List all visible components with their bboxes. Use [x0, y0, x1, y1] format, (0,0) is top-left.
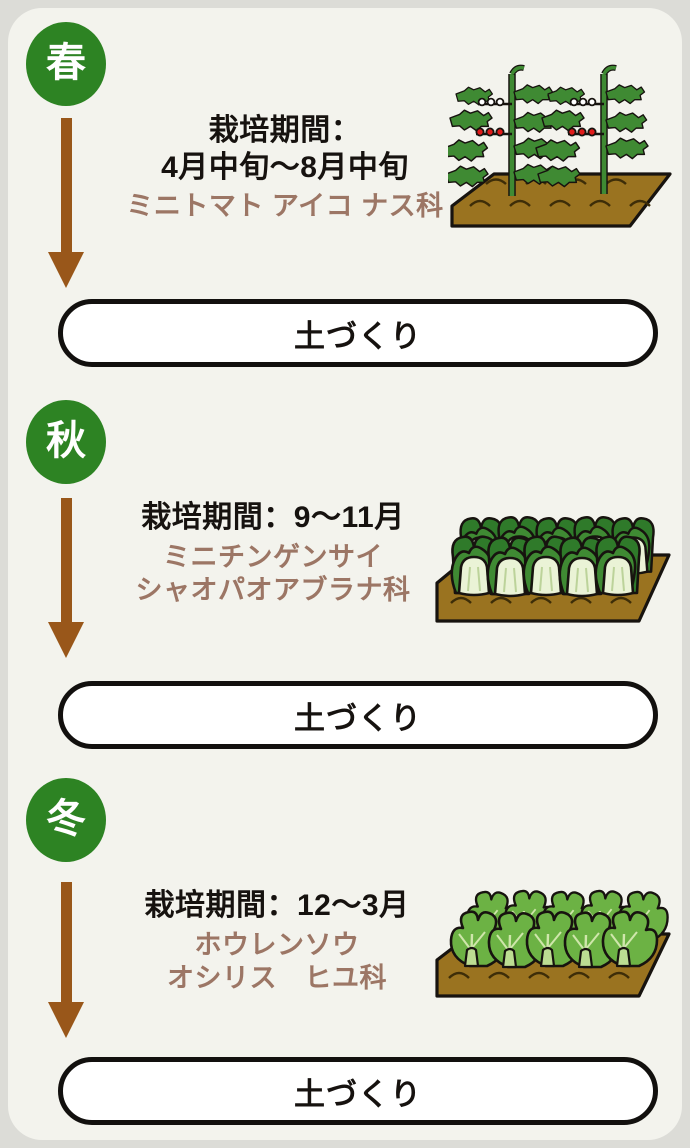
winter-period-line-1: 栽培期間：12～3月 [144, 889, 410, 922]
soil-prep-button-autumn[interactable]: 土づくり [58, 681, 658, 749]
winter-text-column: 栽培期間：12～3月 ホウレンソウ オシリス ヒユ科 [112, 888, 442, 994]
down-arrow-icon [48, 882, 85, 1042]
season-badge-label: 春 [46, 41, 86, 85]
down-arrow-icon [48, 498, 85, 658]
soil-prep-label: 土づくり [294, 318, 422, 354]
soil-prep-button-winter[interactable]: 土づくり [58, 1057, 658, 1125]
spring-period-line-1: 栽培期間： [208, 114, 362, 147]
tomato-plant-1 [448, 64, 557, 196]
season-badge-label: 冬 [46, 797, 86, 841]
tomato-plants-illustration [448, 56, 673, 238]
tomato-plant-2 [535, 64, 649, 194]
spring-period-line-2: 4月中旬～8月中旬 [161, 150, 409, 184]
autumn-text-column: 栽培期間：9～11月 ミニチンゲンサイ シャオパオアブラナ科 [108, 500, 438, 606]
seasonal-cultivation-card: 春 栽培期間： 4月中旬～8月中旬 ミニトマト アイコ ナス科 [8, 8, 682, 1140]
spring-text-column: 栽培期間： 4月中旬～8月中旬 ミニトマト アイコ ナス科 [120, 113, 450, 223]
season-badge-label: 秋 [46, 419, 86, 463]
spring-crop-line-1: ミニトマト アイコ ナス科 [126, 191, 444, 222]
soil-prep-label: 土づくり [294, 700, 422, 736]
soil-bed [450, 172, 672, 228]
winter-crop-line-2: オシリス ヒユ科 [167, 962, 387, 993]
season-block-winter: 冬 栽培期間：12～3月 ホウレンソウ オシリス ヒユ科 [8, 760, 682, 1140]
spinach-bed-illustration [433, 888, 673, 1003]
season-badge-autumn: 秋 [26, 400, 106, 484]
season-badge-winter: 冬 [26, 778, 106, 862]
autumn-crop-line-1: ミニチンゲンサイ [163, 541, 383, 572]
autumn-crop-line-2: シャオパオアブラナ科 [135, 574, 411, 605]
autumn-period-line-1: 栽培期間：9～11月 [141, 501, 405, 534]
down-arrow-icon [48, 118, 85, 288]
soil-prep-button-spring[interactable]: 土づくり [58, 299, 658, 367]
winter-crop-line-1: ホウレンソウ [194, 929, 360, 960]
season-block-spring: 春 栽培期間： 4月中旬～8月中旬 ミニトマト アイコ ナス科 [8, 8, 682, 388]
soil-prep-label: 土づくり [294, 1076, 422, 1112]
season-badge-spring: 春 [26, 22, 106, 106]
bok-choy-bed-illustration [433, 513, 673, 628]
season-block-autumn: 秋 栽培期間：9～11月 ミニチンゲンサイ シャオパオアブラナ科 [8, 388, 682, 768]
